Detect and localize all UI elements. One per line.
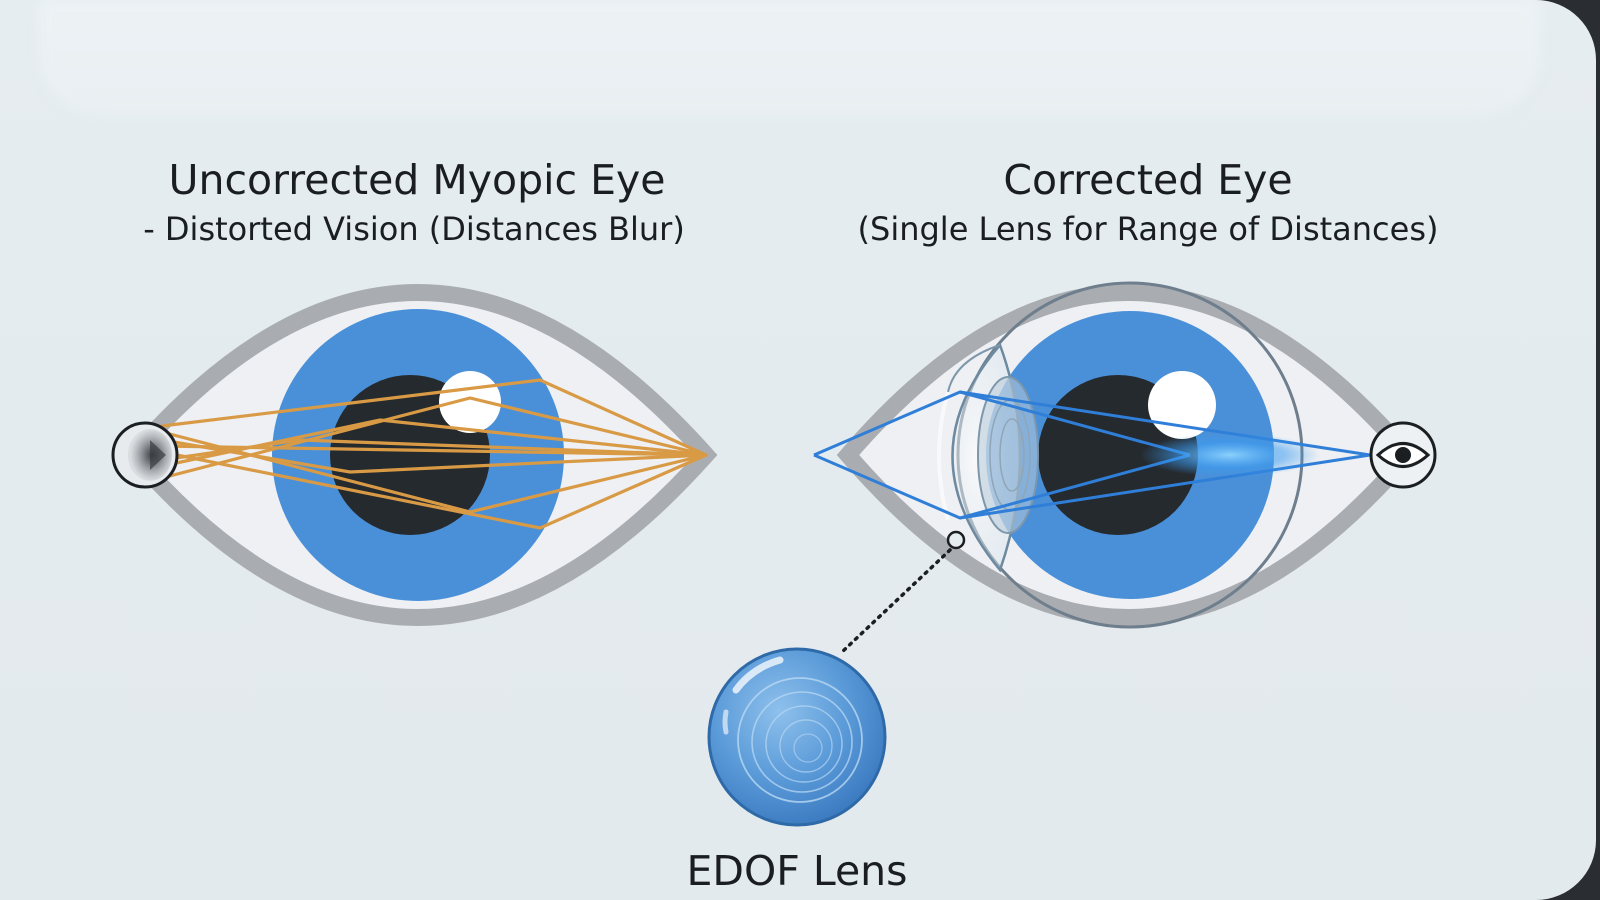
ray [160, 396, 708, 480]
ray [160, 450, 708, 530]
focus-glow [1140, 433, 1320, 477]
lens-label: EDOF Lens [686, 847, 907, 895]
right-title: Corrected Eye [1003, 156, 1292, 204]
lens-callout [840, 530, 966, 654]
uncorrected-rays [160, 378, 708, 530]
callout-anchor [946, 530, 966, 550]
ray [160, 378, 708, 457]
left-title: Uncorrected Myopic Eye [169, 156, 666, 204]
blurred-dot-icon [111, 421, 179, 489]
corrected-eye [813, 281, 1437, 629]
edof-lens [707, 647, 887, 827]
ray [160, 438, 708, 462]
eye-icon [1369, 421, 1437, 489]
contact-lens [937, 342, 1039, 573]
ray [160, 430, 708, 514]
uncorrected-eye [111, 284, 718, 626]
callout-leader [840, 548, 952, 654]
header-band [40, 0, 1540, 115]
right-subtitle: (Single Lens for Range of Distances) [858, 210, 1439, 248]
left-subtitle: - Distorted Vision (Distances Blur) [143, 210, 685, 248]
